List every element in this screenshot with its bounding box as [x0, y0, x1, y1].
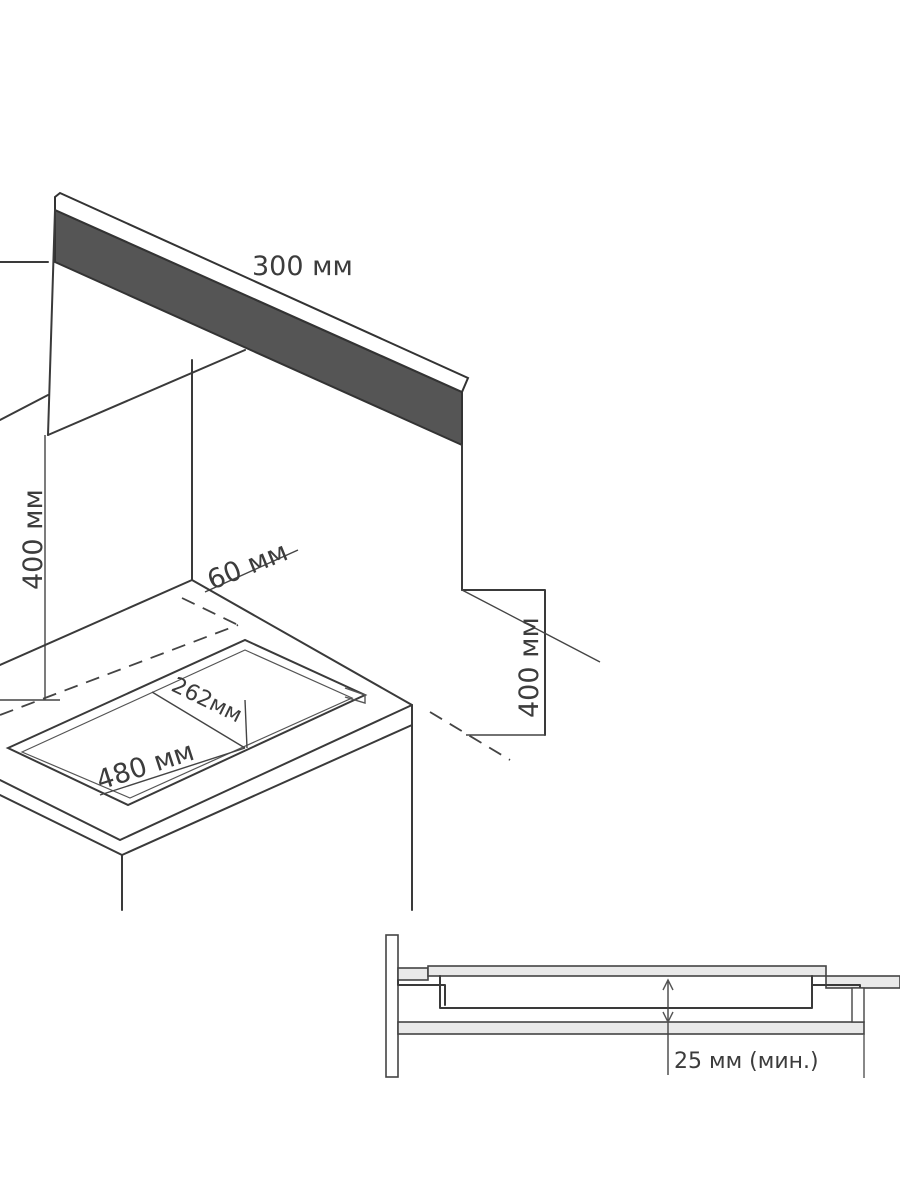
section-countertop-right	[825, 975, 900, 989]
right-height-dimension: 400 мм	[429, 589, 601, 761]
range-hood	[0, 191, 546, 736]
hood-depth-label: 300 мм	[252, 251, 353, 282]
hood-left-edge	[47, 209, 56, 436]
min-clearance-label: 25 мм (мин.)	[674, 1049, 819, 1074]
hob-panel-inner	[20, 649, 354, 799]
section-left-wall	[385, 934, 399, 1078]
clearance-arrow-bottom	[662, 1011, 674, 1024]
section-right-post	[851, 987, 865, 1023]
hood-inner-diagonal	[47, 349, 246, 436]
section-left-step	[397, 979, 446, 1006]
hob-right-rim	[344, 687, 366, 704]
cutout-back-dashed	[0, 624, 239, 716]
hood-height-left-label: 400 мм	[18, 489, 49, 590]
countertop-front-edge	[0, 704, 413, 841]
hood-height-right-label: 400 мм	[514, 617, 545, 718]
left-height-dimension: 400 мм	[0, 435, 60, 701]
cutout-width-label: 480 мм	[93, 736, 199, 797]
cutout-side-dashed	[181, 597, 239, 626]
hood-top-edge	[54, 191, 470, 394]
hood-left-slant	[0, 394, 49, 421]
cross-section-detail: 25 мм (мин.)	[385, 934, 900, 1078]
section-countertop-left	[397, 967, 429, 981]
hob-panel	[5, 638, 368, 807]
hood-front-panel	[54, 208, 463, 447]
countertop-cabinet: 480 мм 262мм	[0, 579, 413, 911]
cutout-depth-label: 262мм	[167, 673, 246, 728]
cutout-depth-tick	[244, 699, 248, 749]
cutout-depth-line	[151, 691, 246, 749]
offset-dimension: 60 мм	[203, 536, 299, 596]
section-hob-glass	[427, 965, 827, 977]
section-hob-body	[439, 975, 813, 1009]
countertop-thickness	[0, 704, 413, 856]
countertop-back-edge	[0, 579, 413, 706]
hob-offset-label: 60 мм	[203, 536, 292, 596]
hood-right-step	[461, 589, 546, 736]
clearance-arrow-top	[662, 978, 674, 991]
cutout-width-line	[99, 747, 246, 796]
section-shelf	[397, 1021, 865, 1035]
